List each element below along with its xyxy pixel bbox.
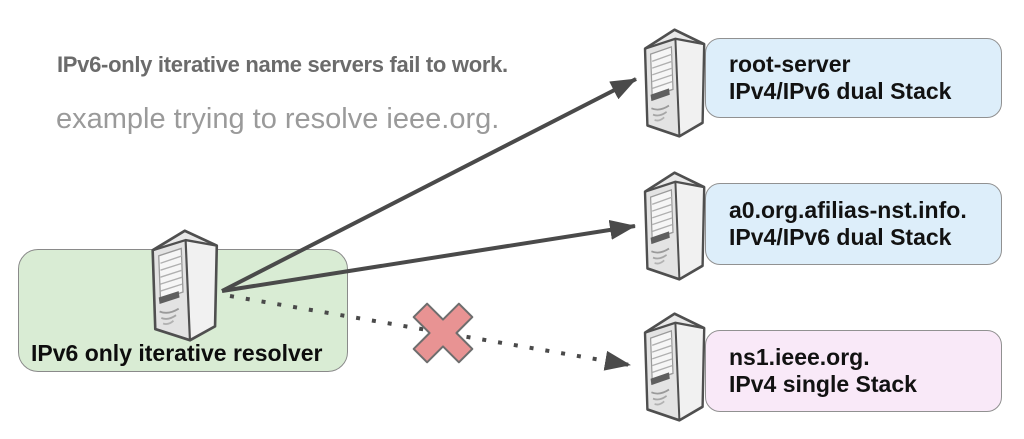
a0-server-icon bbox=[643, 171, 706, 281]
diagram-subtitle: example trying to resolve ieee.org. bbox=[56, 103, 500, 135]
diagram-title: IPv6-only iterative name servers fail to… bbox=[57, 52, 508, 77]
arrow-to-root-server bbox=[221, 77, 637, 293]
server-stack: IPv4 single Stack bbox=[729, 371, 917, 397]
server-label-ns1: ns1.ieee.org. IPv4 single Stack bbox=[705, 330, 1002, 412]
server-name: root-server bbox=[729, 51, 851, 77]
server-label-a0: a0.org.afilias-nst.info. IPv4/IPv6 dual … bbox=[705, 183, 1002, 265]
root-server-icon bbox=[643, 28, 706, 138]
resolver-label: IPv6 only iterative resolver bbox=[31, 340, 323, 366]
resolver-server-icon bbox=[151, 229, 219, 342]
ns1-server-icon bbox=[643, 312, 706, 422]
server-stack: IPv4/IPv6 dual Stack bbox=[729, 224, 952, 250]
resolver-box: IPv6 only iterative resolver bbox=[18, 249, 348, 372]
server-label-root: root-server IPv4/IPv6 dual Stack bbox=[705, 38, 1002, 118]
arrow-to-ns1-server-failed bbox=[229, 294, 631, 371]
failure-x-mark bbox=[412, 302, 474, 364]
server-stack: IPv4/IPv6 dual Stack bbox=[729, 78, 952, 104]
server-name: ns1.ieee.org. bbox=[729, 344, 870, 370]
arrow-to-a0-server bbox=[221, 220, 636, 293]
server-name: a0.org.afilias-nst.info. bbox=[729, 197, 967, 223]
